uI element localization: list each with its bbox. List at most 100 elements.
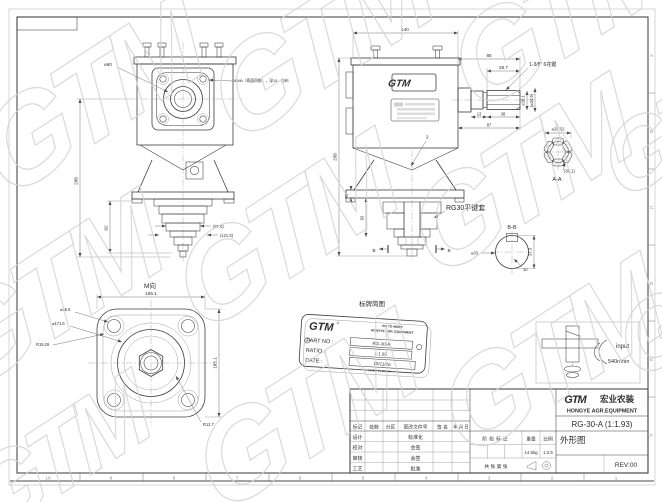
row-process: 工艺: [352, 467, 362, 473]
dim-87b: 87: [487, 123, 492, 128]
dim-36-7: 36.7: [499, 65, 508, 70]
nameplate-slogan2: HONGYE AGR. EQUIPMENT: [371, 328, 414, 335]
sound-arc-icon: [598, 339, 608, 365]
output-hub: [153, 198, 213, 258]
brand-cn: 宏业农装: [600, 394, 635, 404]
zone-number: 7: [236, 476, 239, 481]
zone-number: 8: [173, 476, 176, 481]
dim-92: 92: [104, 225, 109, 231]
housing-logo-text: GTM: [387, 79, 412, 90]
dim-16: 16: [344, 193, 349, 198]
output-shaft: [452, 87, 535, 113]
stage-weight-scale: 阶段标记 重量 比例 14.5kg 1:2.5 共 张 第 张: [470, 430, 556, 471]
dim-13: 13: [477, 112, 482, 117]
leader-2: 2: [426, 135, 429, 140]
zone-letter: F: [650, 433, 653, 438]
nameplate-logo: GTM: [309, 320, 335, 334]
title-block: 标记 处数 分区 更改文件号 签 名 年 月 日 设计 标准化 校对 会签 审核…: [349, 388, 649, 474]
model-number: RG-30-A (1:1.93): [572, 420, 633, 429]
rev-header-docno: 更改文件号: [404, 424, 428, 431]
frame-corner-box: [16, 16, 78, 31]
row-audit: 审核: [352, 455, 362, 462]
dim-165-1-top: 165.1: [145, 291, 157, 296]
dim-298: 298: [74, 177, 79, 185]
zone-letter: E: [650, 357, 653, 362]
dim-34-9: (⌀34.9): [529, 93, 534, 107]
section-bb: B-B ⌀33 10 37.3: [471, 225, 536, 274]
brand-en: HONGYE AGR.EQUIPMENT: [567, 409, 638, 415]
section-bb-caption: B-B: [507, 225, 517, 231]
dim-87-4: (87.4): [213, 224, 224, 229]
dim-121-5: (121.5): [220, 233, 234, 238]
projection-symbol-icon: [526, 461, 537, 471]
m-view: M向 165.1 165.1 ⌀36.5 ⌀171.6 R19.29 R12.7: [36, 281, 222, 427]
ratio-value: 1:1.93: [374, 351, 387, 357]
date-label: DATE :: [305, 358, 323, 365]
spline-section: ⌀34.62 (36.1) A-A: [543, 127, 575, 183]
section-b-label: B: [372, 248, 375, 253]
dim-28-1: ⌀28.1: [521, 95, 526, 106]
dim-38: 38: [501, 112, 506, 117]
zone-number: 6: [299, 476, 302, 481]
dim-165-1-right: 165.1: [213, 357, 218, 369]
dim-208: 208: [333, 153, 338, 161]
section-b-label: B: [447, 248, 450, 253]
sheet-frame: 10 9 8 7 6 5 4 3 2 1 A B C D E F: [8, 8, 656, 486]
rev-header-sign: 签 名: [437, 424, 448, 431]
zone-number: 5: [362, 476, 365, 481]
dim-37-3: 37.3: [528, 247, 533, 256]
brand-logo: GTM: [564, 394, 587, 406]
part-no-label: PART NO :: [306, 338, 334, 346]
stage-label: 阶段标记: [482, 436, 509, 443]
m-view-caption: M向: [144, 281, 156, 290]
front-view: 298 92 (87.4) (121.5) ⌀60 8-M8（两面四角），深15…: [74, 42, 289, 262]
top-bolts: [370, 45, 443, 59]
housing-nameplate: [390, 98, 440, 122]
rev-header-date: 年 月 日: [453, 424, 468, 431]
made-in-label: MADE IN CHINA: [368, 368, 391, 373]
rev-header-count: 处数: [369, 424, 379, 431]
projection-circle-icon: [542, 461, 551, 470]
rev-header-mark: 标记: [353, 424, 363, 431]
title-block-right: GTM 宏业农装 HONGYE AGR.EQUIPMENT RG-30-A (1…: [556, 394, 648, 473]
part-no-value: RG-30-A: [372, 341, 390, 347]
zone-strip-bottom: 10 9 8 7 6 5 4 3 2 1: [45, 473, 618, 481]
dim-bore-60: ⌀60: [104, 62, 112, 67]
dim-r2: R12.7: [203, 422, 215, 427]
scale-value: 1:2.5: [543, 450, 553, 455]
doc-title: 外形图: [560, 435, 586, 445]
dim-140: 140: [401, 27, 409, 32]
zone-letter: A: [650, 53, 654, 58]
dim-34-62: ⌀34.62: [552, 127, 565, 132]
zone-number: 10: [45, 476, 51, 481]
weight-value: 14.5kg: [524, 450, 538, 455]
zone-number: 4: [425, 476, 428, 481]
note-bolt-holes: 8-M8（两面四角），深15，均布: [234, 78, 289, 83]
zone-strip-right: A B C D E F: [648, 53, 655, 438]
zone-number: 1: [615, 476, 618, 481]
input-speed: 540r/min: [608, 359, 629, 365]
side-view: GTM 1: [333, 27, 556, 262]
row-approve: 批准: [410, 466, 420, 473]
dim-60: 60: [360, 215, 365, 220]
zone-letter: D: [650, 281, 654, 286]
scale-label: 比例: [543, 436, 553, 443]
rev-header-zone: 分区: [386, 424, 396, 431]
key-sleeve-section: [382, 201, 442, 257]
zone-number: 2: [551, 476, 554, 481]
row-countersign2: 会签: [410, 455, 420, 462]
dim-hole: ⌀36.5: [60, 307, 71, 312]
note-spline: 1-3/8" 6花键: [529, 61, 556, 68]
input-schematic: input 540r/min: [535, 321, 641, 384]
nameplate-slogan: GO TO MORE: [382, 324, 404, 329]
date-value: 15/11/26: [373, 361, 391, 367]
dim-36-1: (36.1): [564, 169, 575, 174]
row-standardize: 标准化: [408, 434, 423, 441]
zone-number: 9: [110, 476, 113, 481]
nameplate-sketch: 标牌简图 GTM ® GO TO MORE HONGYE AGR. EQUIPM…: [298, 299, 432, 378]
zone-letter: C: [650, 205, 654, 210]
dim-33: ⌀33: [471, 251, 479, 256]
zone-number: 3: [488, 476, 491, 481]
